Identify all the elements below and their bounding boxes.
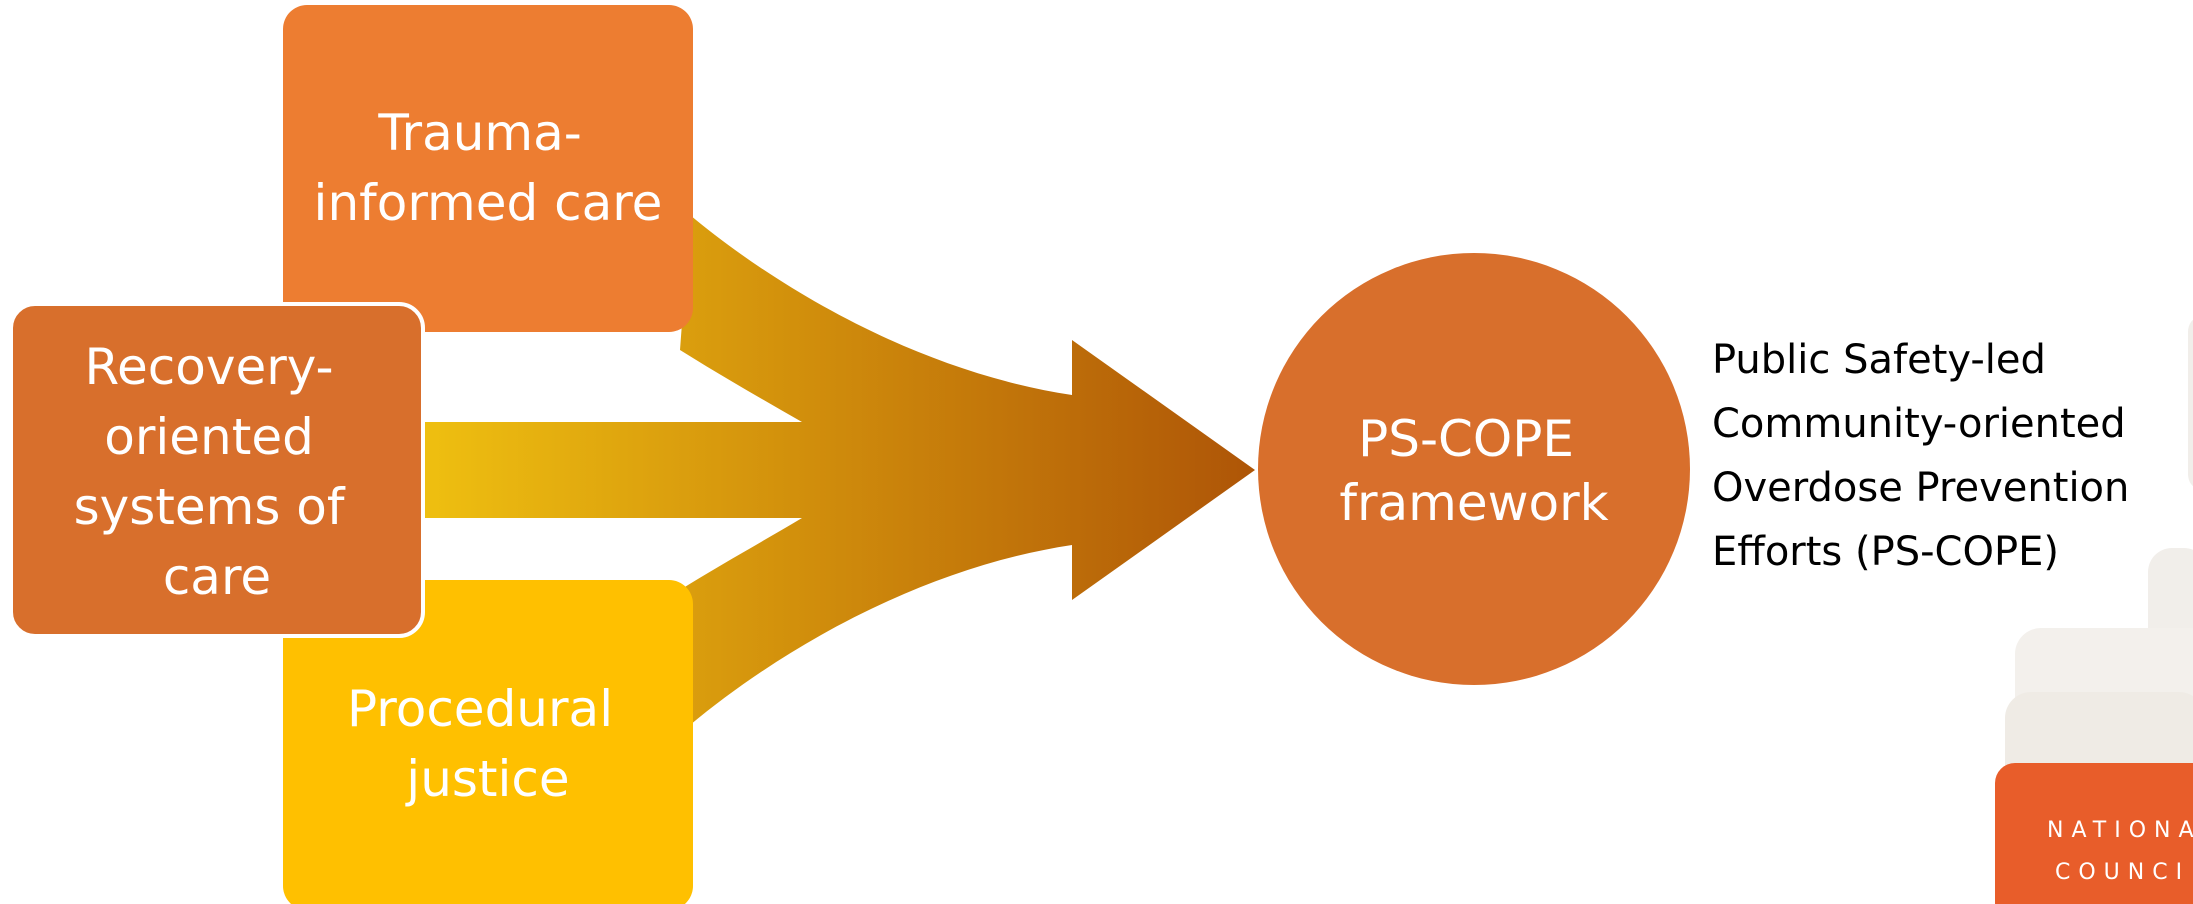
logo-text-line: COUNCI: [2055, 860, 2190, 885]
box-label-line: Recovery-: [85, 338, 334, 396]
box-label: Recovery- oriented systems of care: [74, 338, 361, 606]
description-line: Public Safety-led: [1712, 337, 2046, 383]
output-circle-pscope-framework: PS-COPE framework: [1258, 253, 1690, 685]
input-box-trauma-informed-care: Trauma- informed care: [283, 5, 693, 332]
box-label-line: Procedural: [347, 680, 613, 738]
circle-shape: [1258, 253, 1690, 685]
description-line: Efforts (PS-COPE): [1712, 529, 2059, 575]
logo-graphic: NATIONA COUNCI: [1995, 319, 2193, 904]
box-shape: [9, 302, 425, 638]
logo-badge: [1995, 763, 2193, 904]
box-label-line: Trauma-: [377, 104, 581, 162]
box-label-line: informed care: [314, 174, 663, 232]
circle-label-line: framework: [1339, 474, 1608, 532]
box-label: Trauma- informed care: [314, 104, 663, 232]
pscope-description: Public Safety-led Community-oriented Ove…: [1712, 328, 2182, 584]
input-box-procedural-justice: Procedural justice: [283, 580, 693, 904]
circle-label: PS-COPE framework: [1339, 410, 1608, 532]
box-label-line: systems of: [74, 478, 346, 536]
logo-bg-block: [2188, 319, 2193, 487]
box-label: Procedural justice: [347, 680, 629, 808]
logo-text-line: NATIONA: [2047, 818, 2193, 843]
description-line: Overdose Prevention: [1712, 465, 2130, 511]
circle-label-line: PS-COPE: [1358, 410, 1574, 468]
box-label-line: care: [163, 548, 271, 606]
converging-arrow: [420, 215, 1255, 725]
box-label-line: oriented: [104, 408, 314, 466]
box-label-line: justice: [405, 750, 569, 808]
description-line: Community-oriented: [1712, 401, 2126, 447]
box-shape: [283, 5, 693, 332]
box-shape: [283, 580, 693, 904]
input-box-recovery-oriented-systems-of-care: Recovery- oriented systems of care: [9, 302, 425, 638]
